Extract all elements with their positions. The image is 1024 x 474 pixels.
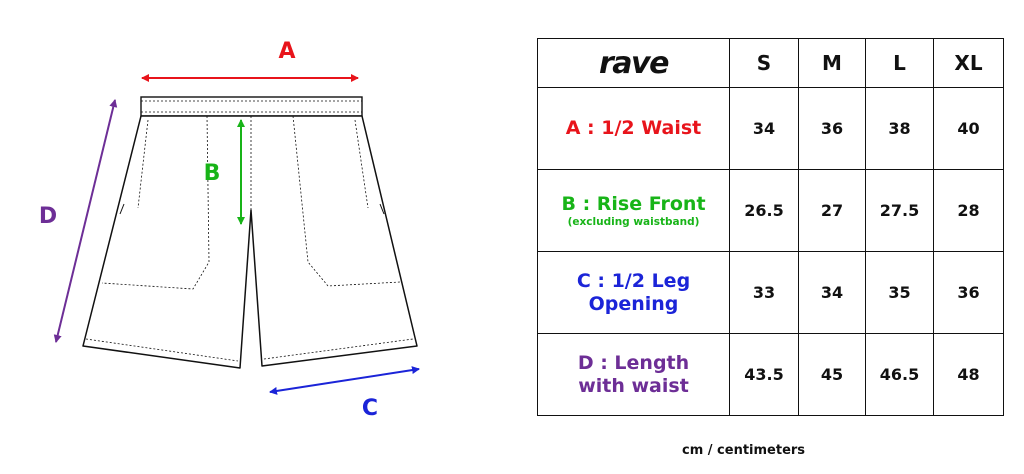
table-cell: 27 [798, 169, 866, 252]
right-pocket-line [292, 115, 401, 287]
table-cell: 34 [798, 251, 866, 334]
table-cell: 35 [865, 251, 934, 334]
measurement-label-length: D : Length with waist [537, 333, 730, 416]
measurement-label-leg-opening: C : 1/2 Leg Opening [537, 251, 730, 334]
table-row: C : 1/2 Leg Opening 33 34 35 36 [537, 251, 1004, 334]
table-cell: 26.5 [729, 169, 799, 252]
table-cell: 28 [933, 169, 1004, 252]
size-header: L [865, 38, 934, 88]
label-b: B [204, 161, 221, 186]
size-header-row: rave S M L XL [537, 38, 1004, 88]
table-row: B : Rise Front (excluding waistband) 26.… [537, 169, 1004, 252]
table-cell: 36 [798, 87, 866, 170]
table-cell: 40 [933, 87, 1004, 170]
table-row: A : 1/2 Waist 34 36 38 40 [537, 87, 1004, 170]
measurement-label-rise: B : Rise Front (excluding waistband) [537, 169, 730, 252]
shorts-outline [82, 115, 418, 369]
table-cell: 48 [933, 333, 1004, 416]
table-row: D : Length with waist 43.5 45 46.5 48 [537, 333, 1004, 416]
table-cell: 45 [798, 333, 866, 416]
shorts-illustration: A B C D [39, 39, 420, 421]
size-header: XL [933, 38, 1004, 88]
size-header: M [798, 38, 866, 88]
leg-opening-arrow [269, 366, 420, 395]
measurement-label-waist: A : 1/2 Waist [537, 87, 730, 170]
table-cell: 36 [933, 251, 1004, 334]
brand-logo: rave [537, 38, 730, 88]
table-cell: 33 [729, 251, 799, 334]
units-note: cm / centimeters [682, 443, 806, 458]
table-cell: 38 [865, 87, 934, 170]
table-cell: 46.5 [865, 333, 934, 416]
length-arrow [53, 99, 118, 343]
label-c: C [362, 396, 378, 421]
waistband [140, 96, 363, 117]
table-cell: 43.5 [729, 333, 799, 416]
size-chart-table: rave S M L XL A : 1/2 Waist 34 36 38 40 … [537, 38, 1004, 416]
left-pocket-line [101, 115, 210, 290]
table-cell: 27.5 [865, 169, 934, 252]
size-header: S [729, 38, 799, 88]
label-a: A [278, 39, 295, 64]
table-cell: 34 [729, 87, 799, 170]
shorts-diagram: A B C D [39, 39, 420, 421]
label-d: D [39, 204, 57, 229]
